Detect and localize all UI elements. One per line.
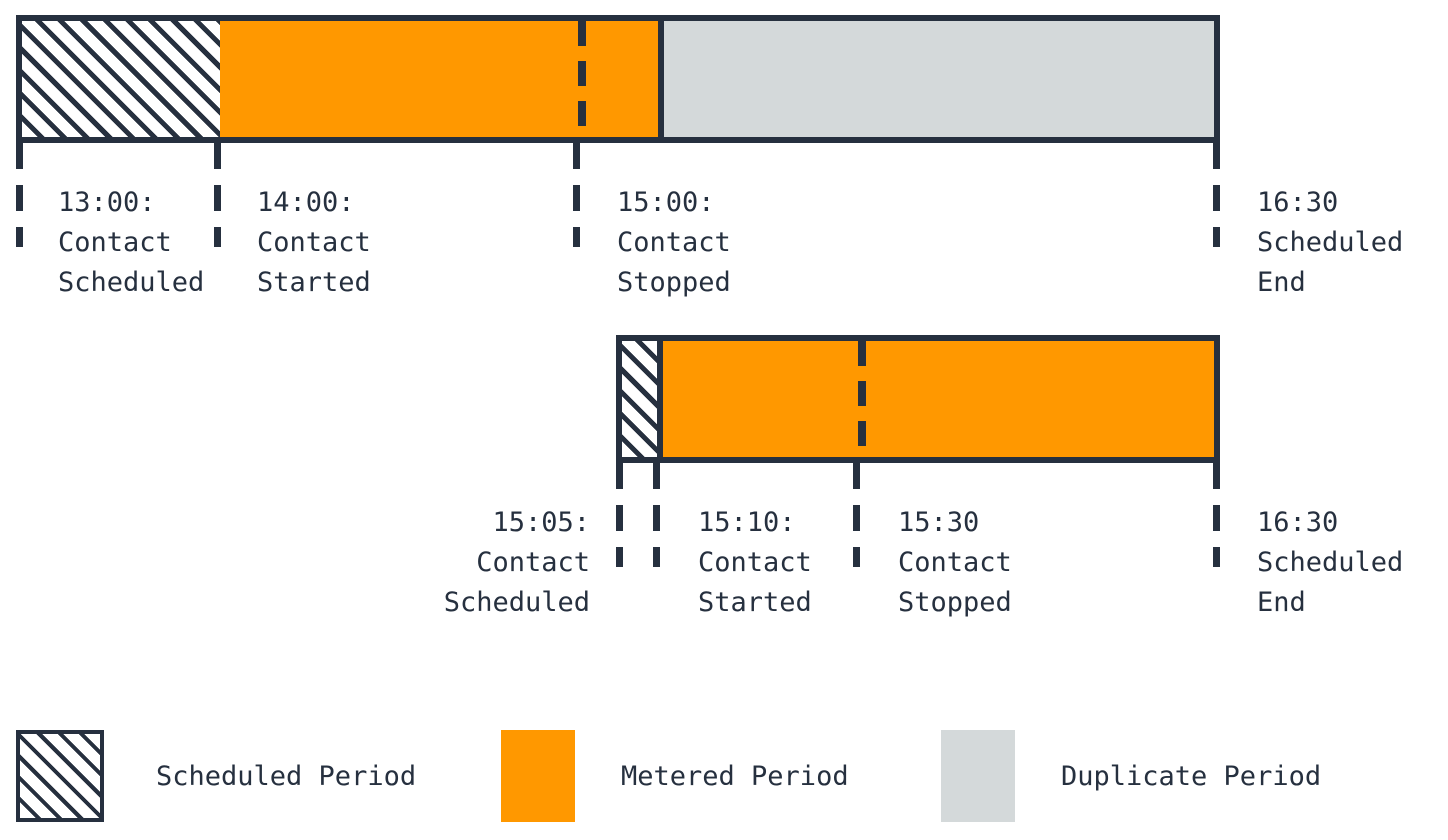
timeline-bar-duplicate-contact xyxy=(616,335,1220,463)
tick-label-16-30: 16:30 Scheduled End xyxy=(1257,187,1404,298)
tick-label-14-00: 14:00: Contact Started xyxy=(257,187,371,298)
legend-swatch-orange-icon xyxy=(501,730,575,822)
legend-item-scheduled-period: Scheduled Period xyxy=(16,726,416,826)
tick-16-30 xyxy=(1213,463,1220,567)
tick-13-00 xyxy=(16,143,23,247)
legend-item-duplicate-period: Duplicate Period xyxy=(941,726,1321,826)
segment-metered-period xyxy=(663,341,1214,457)
tick-15-00 xyxy=(573,143,580,247)
legend-item-metered-period: Metered Period xyxy=(501,726,849,826)
tick-label-15-05: 15:05: Contact Scheduled xyxy=(443,507,590,618)
tick-label-15-00: 15:00: Contact Stopped xyxy=(617,187,731,298)
tick-label-15-10: 15:10: Contact Started xyxy=(698,507,812,618)
scheduled-metered-divider xyxy=(657,341,663,457)
tick-15-05 xyxy=(616,463,623,567)
tick-15-30 xyxy=(853,463,860,567)
tick-label-15-30: 15:30 Contact Stopped xyxy=(898,507,1012,618)
legend-swatch-grey-icon xyxy=(941,730,1015,822)
timeline-bar-original-contact xyxy=(16,15,1220,143)
tick-14-00 xyxy=(214,143,221,247)
segment-metered-period xyxy=(220,21,664,137)
tick-16-30 xyxy=(1213,143,1220,247)
legend-label-scheduled-period: Scheduled Period xyxy=(156,760,417,792)
legend-label-duplicate-period: Duplicate Period xyxy=(1061,760,1322,792)
contact-stopped-marker-line xyxy=(858,341,866,457)
metered-duplicate-divider xyxy=(658,21,664,137)
segment-duplicate-period xyxy=(664,21,1214,137)
tick-label-16-30: 16:30 Scheduled End xyxy=(1257,507,1404,618)
tick-label-13-00: 13:00: Contact Scheduled xyxy=(58,187,205,298)
legend-swatch-hatched-icon xyxy=(16,730,104,822)
segment-scheduled-period xyxy=(22,21,220,137)
tick-15-10 xyxy=(653,463,660,567)
segment-scheduled-period xyxy=(622,341,657,457)
legend-label-metered-period: Metered Period xyxy=(621,760,849,792)
legend: Scheduled Period Metered Period Duplicat… xyxy=(0,726,1448,826)
contact-stopped-marker-line xyxy=(578,21,586,137)
